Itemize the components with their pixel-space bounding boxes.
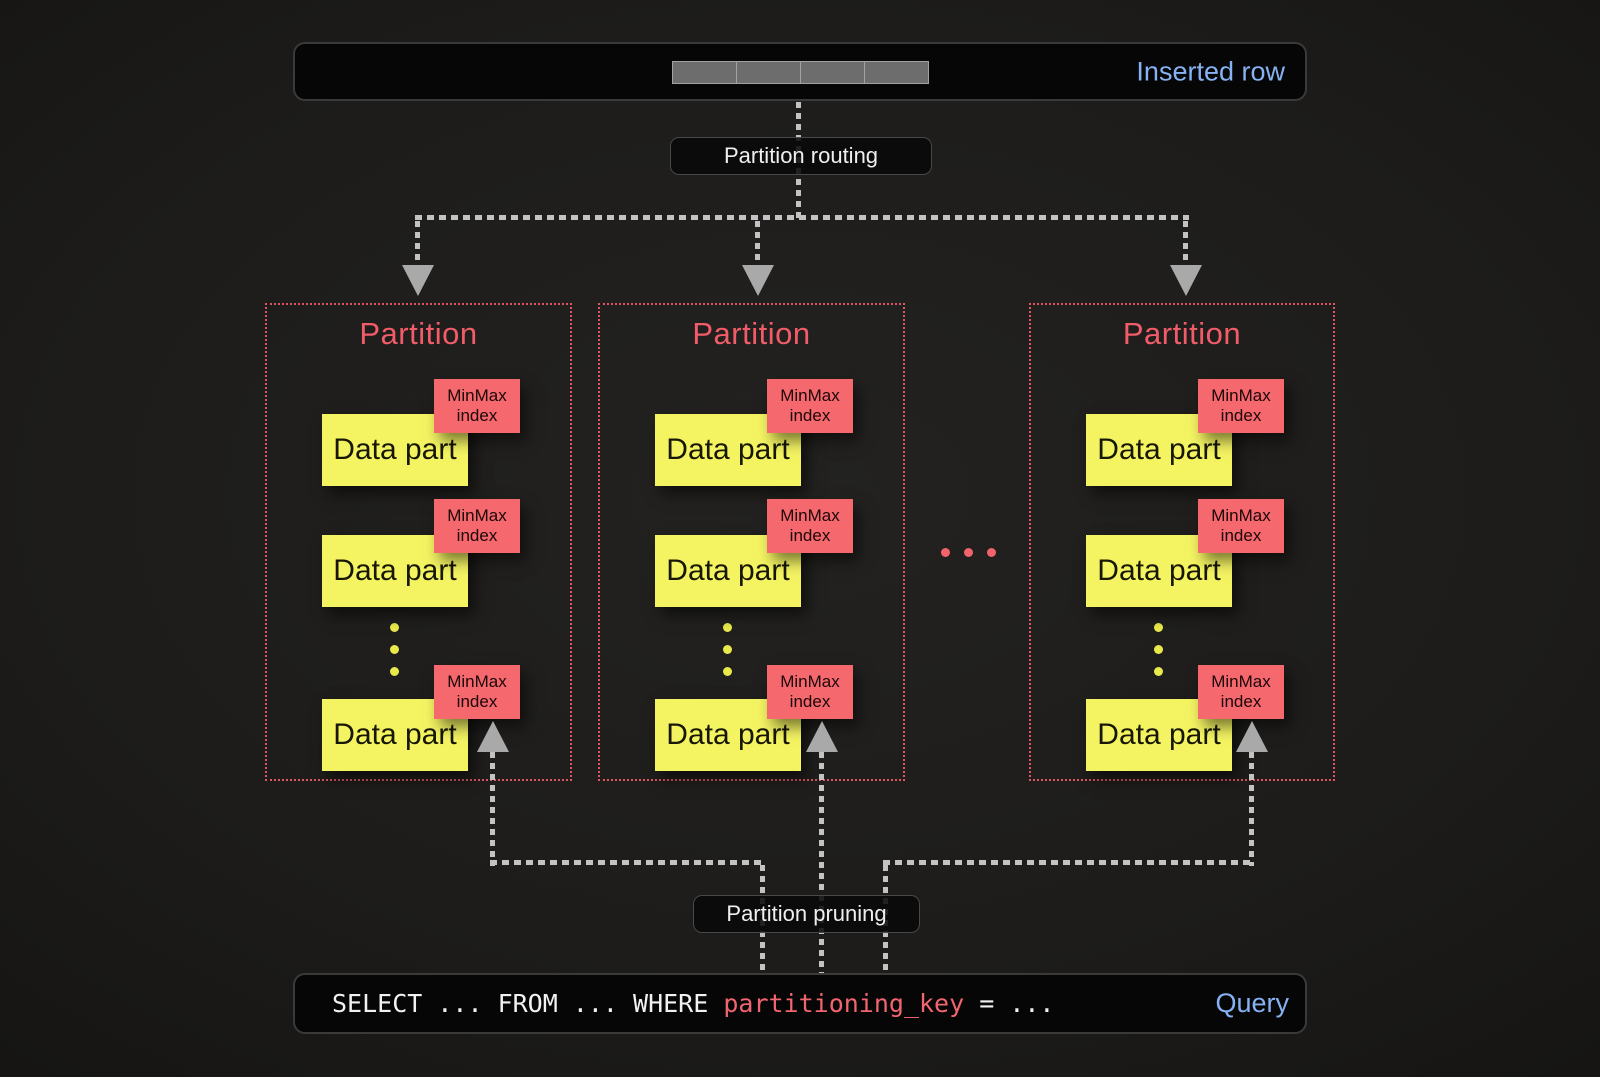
pruning-line-left — [490, 860, 765, 865]
arrow-up-icon — [477, 721, 509, 752]
arrow-down-icon — [1170, 265, 1202, 296]
minmax-index-tag: MinMax index — [1198, 379, 1284, 433]
minmax-index-tag: MinMax index — [767, 499, 853, 553]
minmax-index-tag: MinMax index — [434, 665, 520, 719]
more-parts-ellipsis — [1154, 623, 1163, 689]
arrow-up-icon — [1236, 721, 1268, 752]
minmax-index-tag: MinMax index — [1198, 665, 1284, 719]
partition-box: Partition MinMax index Data part MinMax … — [598, 303, 905, 781]
partition-title: Partition — [359, 316, 478, 351]
partition-title: Partition — [1122, 316, 1242, 351]
minmax-index-tag: MinMax index — [434, 499, 520, 553]
partition-box: Partition MinMax index Data part MinMax … — [1029, 303, 1335, 781]
arrow-down-icon — [742, 265, 774, 296]
row-cell — [736, 61, 801, 84]
arrow-up-icon — [806, 721, 838, 752]
more-parts-ellipsis — [723, 623, 732, 689]
row-cell — [672, 61, 737, 84]
partition-routing-label: Partition routing — [670, 137, 932, 175]
query-label: Query — [1215, 988, 1289, 1018]
minmax-index-tag: MinMax index — [1198, 499, 1284, 553]
inserted-row-label: Inserted row — [1136, 56, 1285, 86]
routing-split-line — [415, 215, 1189, 220]
row-cell — [864, 61, 929, 84]
minmax-index-tag: MinMax index — [767, 379, 853, 433]
routing-branch-right — [1183, 221, 1188, 265]
data-part-box: Data part — [1086, 414, 1232, 486]
query-text: SELECT ... FROM ... WHERE partitioning_k… — [332, 989, 1055, 1018]
row-cell — [800, 61, 865, 84]
pruning-branch-left — [490, 752, 495, 866]
routing-branch-left — [415, 221, 420, 265]
data-part-box: Data part — [322, 699, 468, 771]
inserted-row-cells — [672, 61, 929, 84]
minmax-index-tag: MinMax index — [767, 665, 853, 719]
inserted-row-box: Inserted row — [293, 42, 1307, 101]
routing-branch-middle — [755, 221, 760, 265]
pruning-branch-middle — [819, 752, 824, 973]
more-parts-ellipsis — [390, 623, 399, 689]
partition-pruning-label: Partition pruning — [693, 895, 920, 933]
pruning-line-right — [883, 860, 1255, 865]
minmax-index-tag: MinMax index — [434, 379, 520, 433]
pruning-branch-right — [1249, 752, 1254, 866]
partitioning-key-highlight: partitioning_key — [723, 989, 965, 1018]
arrow-down-icon — [402, 265, 434, 296]
query-box: SELECT ... FROM ... WHERE partitioning_k… — [293, 973, 1307, 1034]
partition-box: Partition MinMax index Data part MinMax … — [265, 303, 572, 781]
more-partitions-ellipsis — [941, 548, 1010, 557]
partition-title: Partition — [692, 316, 811, 351]
